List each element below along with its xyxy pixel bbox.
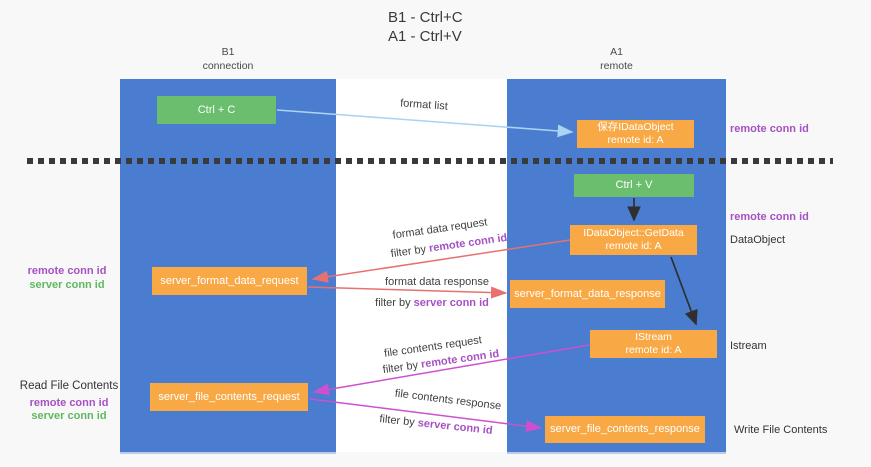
box-ctrl-c-label: Ctrl + C	[197, 103, 236, 116]
annotation-remote-conn-id-left-2: remote conn id	[29, 396, 109, 409]
annotation-remote-conn-id-top: remote conn id	[730, 123, 809, 135]
title-line-2: A1 - Ctrl+V	[388, 28, 462, 45]
annotation-server-conn-id-left-2: server conn id	[31, 410, 107, 422]
annotation-server-conn-id-left-1: server conn id	[29, 278, 105, 291]
title-line-1: B1 - Ctrl+C	[388, 9, 463, 26]
annotation-write-file-contents: Write File Contents	[734, 424, 828, 436]
box-save-line1: 保存IDataObject	[597, 121, 674, 133]
box-ctrl-c: Ctrl + C	[157, 96, 276, 124]
diagram-title: B1 - Ctrl+C A1 - Ctrl+V	[388, 8, 463, 46]
box-istream: IStream remote id: A	[590, 330, 717, 358]
dashed-divider	[27, 158, 833, 164]
box-getdata-line2: remote id: A	[605, 240, 662, 252]
box-server-file-contents-response: server_file_contents_response	[545, 416, 705, 443]
box-freq-label: server_format_data_request	[160, 274, 299, 287]
label-filter-server-1: filter by server conn id	[375, 297, 489, 309]
annotation-remote-conn-id-left-1: remote conn id	[27, 265, 107, 277]
box-server-format-data-response: server_format_data_response	[510, 280, 665, 308]
lane-a1-name: A1	[610, 46, 623, 58]
annotation-left-conn-ids-1: remote conn id server conn id	[16, 265, 118, 292]
annotation-istream: Istream	[730, 340, 767, 352]
box-save-line2: remote id: A	[607, 134, 664, 146]
lane-b1-subtitle: connection	[202, 60, 254, 72]
lane-b1-name: B1	[221, 46, 235, 58]
server-conn-id-text: server conn id	[413, 297, 489, 309]
box-ctrl-v-label: Ctrl + V	[615, 179, 653, 191]
lane-a1-subtitle: remote	[600, 60, 633, 72]
label-format-data-response: format data response	[385, 276, 489, 288]
box-server-file-contents-request: server_file_contents_request	[150, 383, 308, 411]
annotation-remote-conn-id-mid: remote conn id	[730, 211, 809, 223]
annotation-read-file-contents: Read File Contents	[19, 380, 119, 392]
filter-by-text: filter by	[375, 297, 414, 309]
box-cresp-label: server_file_contents_response	[550, 423, 700, 435]
box-ctrl-v: Ctrl + V	[574, 174, 694, 197]
annotation-read-file-contents-group: Read File Contents remote conn id server…	[14, 380, 124, 424]
annotation-dataobject: DataObject	[730, 234, 786, 246]
lane-header-a1: A1 remote	[507, 45, 726, 73]
box-creq-label: server_file_contents_request	[158, 390, 300, 403]
box-server-format-data-request: server_format_data_request	[152, 267, 307, 295]
box-fresp-label: server_format_data_response	[514, 287, 661, 300]
box-getdata-line1: IDataObject::GetData	[583, 227, 684, 239]
box-istream-line1: IStream	[635, 331, 672, 343]
box-idataobject-getdata: IDataObject::GetData remote id: A	[570, 225, 697, 255]
box-save-idataobject: 保存IDataObject remote id: A	[577, 120, 694, 148]
lane-header-b1: B1 connection	[120, 45, 336, 73]
box-istream-line2: remote id: A	[625, 344, 682, 356]
